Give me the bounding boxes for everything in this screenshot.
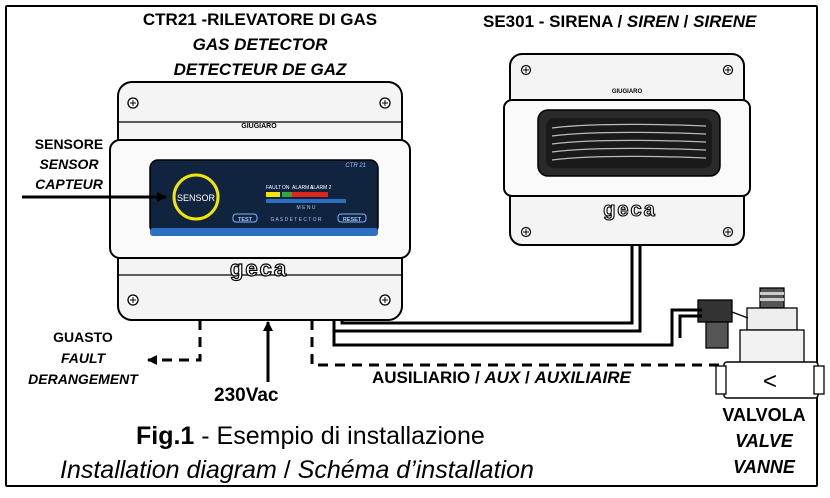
- screw-icon: [127, 294, 139, 306]
- valve-connector: [697, 299, 733, 323]
- detector-title-1: CTR21 -RILEVATORE DI GAS: [142, 10, 378, 29]
- siren-wire: [340, 245, 634, 325]
- panel-caption: G A S D E T E C T O R: [270, 217, 321, 223]
- valve-coil: [746, 307, 798, 331]
- sensor-label-1: SENSORE: [34, 136, 104, 152]
- model-badge: CTR 21: [345, 163, 366, 169]
- sensor-text: SENSOR: [177, 193, 216, 203]
- panel-blue-stripe: [150, 228, 378, 236]
- led-label-alarm2: ALARM 2: [310, 185, 332, 191]
- led-label-fault: FAULT: [266, 185, 281, 191]
- menu-text: M E N U: [297, 205, 316, 211]
- fault-label-3: DERANGEMENT: [28, 371, 138, 387]
- led-label-alarm1: ALARM 1: [292, 185, 314, 191]
- diagram-frame: [5, 5, 818, 487]
- fault-label-2: FAULT: [60, 350, 106, 366]
- caption-line-1: Fig.1 - Esempio di installazione: [136, 422, 485, 450]
- valve-label-1: VALVOLA: [722, 405, 806, 425]
- menu-bar: [266, 199, 346, 203]
- sensor-label-2: SENSOR: [39, 156, 99, 172]
- alarm-led-bar: [292, 192, 328, 197]
- gas-detector-unit: [109, 81, 411, 321]
- on-led: [282, 192, 292, 197]
- detector-title-2: GAS DETECTOR: [192, 35, 328, 54]
- power-label: 230Vac: [214, 385, 279, 406]
- fault-label-1: GUASTO: [53, 329, 113, 345]
- valve-body-top: [739, 329, 805, 367]
- test-button-outline: [232, 213, 258, 223]
- siren-grille-slots: [551, 123, 707, 161]
- valve-unit: [697, 287, 825, 399]
- screw-icon: [722, 64, 734, 76]
- siren-brand-small: GIUGIARO: [612, 89, 643, 95]
- led-label-on: ON: [282, 185, 290, 191]
- siren-brand-logo: geca: [603, 199, 657, 221]
- reset-button-label: RESET: [343, 217, 362, 223]
- valve-wire: [332, 308, 702, 347]
- detector-title-3: DETECTEUR DE GAZ: [173, 60, 347, 79]
- screw-icon: [379, 294, 391, 306]
- fault-dashed-arrow: [147, 320, 202, 365]
- screw-icon: [722, 226, 734, 238]
- siren-title: SE301 - SIRENA / SIREN / SIRENE: [483, 12, 757, 31]
- test-button-label: TEST: [238, 217, 253, 223]
- valve-label-2: VALVE: [735, 431, 793, 451]
- fault-led: [266, 192, 280, 197]
- sensor-label-3: CAPTEUR: [35, 176, 103, 192]
- screw-icon: [127, 97, 139, 109]
- valve-label-3: VANNE: [733, 457, 795, 477]
- aux-label: AUSILIARIO / AUX / AUXILIAIRE: [372, 368, 631, 387]
- screw-icon: [520, 226, 532, 238]
- reset-button-outline: [337, 213, 367, 223]
- screw-icon: [520, 64, 532, 76]
- siren-unit: [503, 53, 751, 246]
- caption-line-2: Installation diagram / Schéma d’installa…: [60, 456, 534, 484]
- detector-brand-small: GIUGIARO: [241, 123, 277, 130]
- detector-brand-logo: geca: [230, 256, 288, 281]
- screw-icon: [379, 97, 391, 109]
- sensor-ring: [172, 173, 220, 221]
- aux-dashed-line: [310, 320, 724, 367]
- valve-symbol: <: [763, 368, 777, 395]
